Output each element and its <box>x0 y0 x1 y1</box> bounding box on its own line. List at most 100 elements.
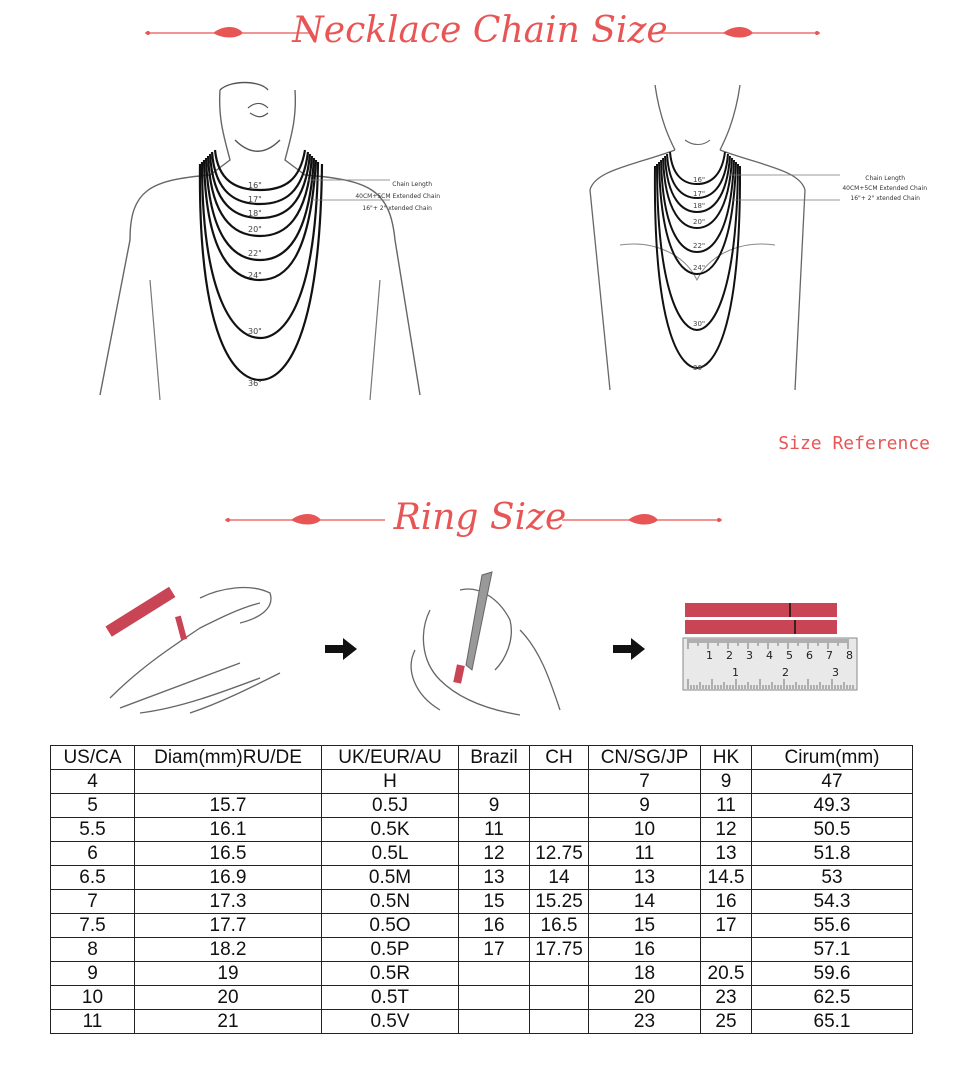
table-cell <box>529 985 589 1010</box>
table-cell: 17.3 <box>134 889 322 914</box>
table-cell: 14 <box>529 865 589 890</box>
table-cell: 15.25 <box>529 889 589 914</box>
table-cell: 6 <box>50 841 135 866</box>
table-cell: 18.2 <box>134 937 322 962</box>
table-cell: 20 <box>134 985 322 1010</box>
table-cell: 10 <box>50 985 135 1010</box>
table-cell <box>458 769 530 794</box>
body-note-extended-chain: 40CM+5CM Extended Chain <box>842 185 927 192</box>
table-cell <box>458 985 530 1010</box>
table-cell: 17.75 <box>529 937 589 962</box>
table-cell: 0.5O <box>321 913 459 938</box>
note-inch-chain: 16"+ 2" xtended Chain <box>362 205 432 212</box>
table-cell: 0.5K <box>321 817 459 842</box>
necklace-title: Necklace Chain Size <box>292 10 668 51</box>
chain-label-17: 17" <box>248 195 262 204</box>
table-cell: 13 <box>700 841 752 866</box>
table-cell <box>458 961 530 986</box>
ruler-label-cm: 2 <box>726 649 733 662</box>
title-ornament-left <box>145 27 310 38</box>
necklace-figure-front: 16" 17" 18" 20" 22" 24" 30" 36" Chain Le… <box>99 81 440 400</box>
table-header-row: US/CA Diam(mm)RU/DE UK/EUR/AU Brazil CH … <box>50 745 913 770</box>
body-chain-label-36: 36" <box>693 364 705 372</box>
table-cell: 65.1 <box>751 1009 913 1034</box>
table-cell: 17 <box>458 937 530 962</box>
table-cell: 17 <box>700 913 752 938</box>
table-cell: 0.5N <box>321 889 459 914</box>
table-cell: 14 <box>588 889 701 914</box>
table-cell: 15 <box>588 913 701 938</box>
body-note-inch-chain: 16"+ 2" xtended Chain <box>850 195 920 202</box>
ruler-label-cm: 4 <box>766 649 773 662</box>
body-chain-label-16: 16" <box>693 176 705 184</box>
ruler-label-cm: 3 <box>746 649 753 662</box>
header-brazil: Brazil <box>458 745 530 770</box>
table-cell: 18 <box>588 961 701 986</box>
chain-label-20: 20" <box>248 225 262 234</box>
body-note-chain-length: Chain Length <box>865 175 905 182</box>
ruler-label-cm: 8 <box>846 649 853 662</box>
table-cell: 49.3 <box>751 793 913 818</box>
table-cell: 7.5 <box>50 913 135 938</box>
table-cell: 13 <box>458 865 530 890</box>
ring-ornament-left <box>225 514 385 525</box>
body-chain-label-22: 22" <box>693 242 705 250</box>
table-cell: 11 <box>700 793 752 818</box>
note-chain-length: Chain Length <box>392 181 432 188</box>
table-cell <box>529 769 589 794</box>
table-cell: 59.6 <box>751 961 913 986</box>
table-cell: 16.5 <box>134 841 322 866</box>
table-cell: 10 <box>588 817 701 842</box>
table-cell: 16.5 <box>529 913 589 938</box>
table-cell: 47 <box>751 769 913 794</box>
arrow-right-icon-2 <box>613 638 645 660</box>
chain-label-36: 36" <box>248 379 262 388</box>
table-cell: 4 <box>50 769 135 794</box>
table-cell: 7 <box>50 889 135 914</box>
chain-label-18: 18" <box>248 209 262 218</box>
ring-title: Ring Size <box>393 497 567 538</box>
table-cell: 16 <box>700 889 752 914</box>
table-cell: 0.5T <box>321 985 459 1010</box>
header-uk-eur-au: UK/EUR/AU <box>321 745 459 770</box>
table-cell <box>529 817 589 842</box>
ruler-label-cm: 1 <box>706 649 713 662</box>
table-cell: 13 <box>588 865 701 890</box>
table-cell <box>134 769 322 794</box>
title-ornament-right <box>655 27 820 38</box>
table-cell: 50.5 <box>751 817 913 842</box>
chain-label-24: 24" <box>248 271 262 280</box>
table-cell: 0.5J <box>321 793 459 818</box>
table-cell <box>458 1009 530 1034</box>
table-cell: 55.6 <box>751 913 913 938</box>
note-extended-chain: 40CM+5CM Extended Chain <box>355 193 440 200</box>
body-chain-label-24: 24" <box>693 264 705 272</box>
table-cell: 0.5V <box>321 1009 459 1034</box>
table-cell: 0.5L <box>321 841 459 866</box>
table-cell: 62.5 <box>751 985 913 1010</box>
table-cell <box>529 793 589 818</box>
table-cell <box>529 1009 589 1034</box>
table-cell: 15 <box>458 889 530 914</box>
body-chain-label-18: 18" <box>693 202 705 210</box>
table-cell <box>529 961 589 986</box>
table-cell: 20 <box>588 985 701 1010</box>
body-chain-label-20: 20" <box>693 218 705 226</box>
ruler-label-inch: 3 <box>832 666 839 679</box>
table-cell: 12 <box>458 841 530 866</box>
ring-size-table: US/CA Diam(mm)RU/DE UK/EUR/AU Brazil CH … <box>50 745 913 1034</box>
header-diameter: Diam(mm)RU/DE <box>134 745 322 770</box>
header-cn-sg-jp: CN/SG/JP <box>588 745 701 770</box>
size-reference-label: Size Reference <box>778 433 930 454</box>
table-cell: 20.5 <box>700 961 752 986</box>
table-cell: 11 <box>458 817 530 842</box>
table-cell: 9 <box>458 793 530 818</box>
table-cell: 16.1 <box>134 817 322 842</box>
